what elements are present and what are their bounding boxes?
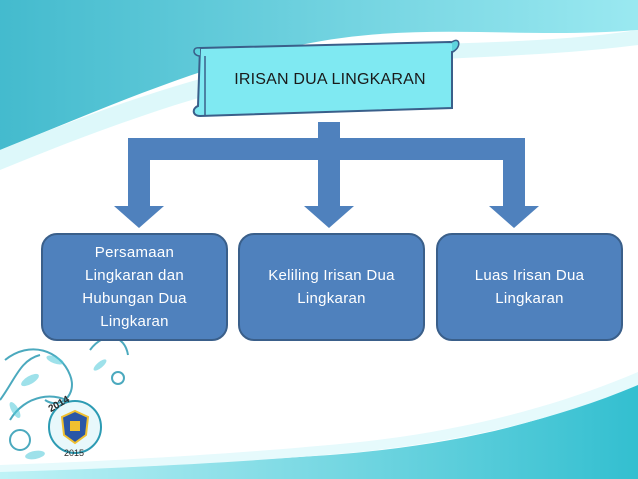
top-wave	[0, 0, 638, 150]
badge-year-bottom: 2015	[64, 448, 85, 458]
floral-petals	[9, 355, 107, 460]
node-label-line: Lingkaran	[100, 313, 169, 330]
node-label-line: Lingkaran	[297, 290, 366, 307]
bottom-wave	[0, 380, 638, 479]
emblem-badge: 2014 2015	[40, 385, 130, 465]
node-persamaan-lingkaran: Persamaan Lingkaran dan Hubungan Dua Lin…	[41, 233, 228, 341]
node-label-line: Lingkaran	[495, 290, 564, 307]
node-label-line: Luas Irisan Dua	[474, 267, 585, 284]
diagram-title-banner: IRISAN DUA LINGKARAN	[193, 42, 459, 118]
bottom-wave-light	[0, 372, 638, 472]
node-keliling-irisan: Keliling Irisan Dua Lingkaran	[238, 233, 425, 341]
node-label-line: Persamaan	[94, 244, 175, 261]
node-label-line: Hubungan Dua	[82, 290, 187, 307]
diagram-title: IRISAN DUA LINGKARAN	[234, 71, 426, 88]
node-label-line: Keliling Irisan Dua	[268, 267, 395, 284]
title-banner	[192, 39, 460, 118]
node-label-line: Lingkaran dan	[85, 267, 184, 284]
connector-arrows	[114, 122, 539, 228]
emblem-icon	[48, 400, 102, 454]
node-luas-irisan: Luas Irisan Dua Lingkaran	[436, 233, 623, 341]
